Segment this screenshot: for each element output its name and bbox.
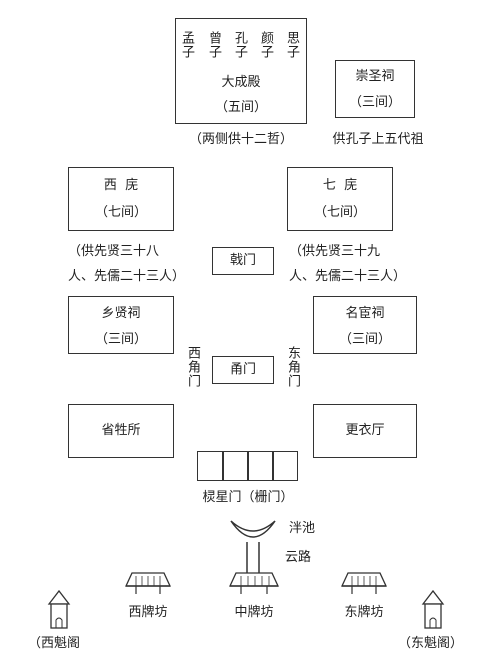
jimen-gate — [212, 247, 274, 275]
minghuan-rooms: （三间） — [338, 332, 391, 347]
east-wu-name: 七 庑 — [322, 178, 358, 193]
west-wu-note-1: （供先贤三十八 — [68, 244, 160, 259]
west-kuige-drawing — [47, 589, 71, 629]
west-wu-note-2: 人、先儒二十三人） — [68, 269, 186, 284]
yongmen-name: 甬门 — [229, 362, 256, 377]
east-kuige-drawing — [421, 589, 445, 629]
dacheng-rooms: （五间） — [214, 100, 267, 115]
dacheng-name: 大成殿 — [221, 75, 261, 90]
sage-zengzi: 曾子 — [206, 31, 221, 59]
dacheng-hall — [175, 18, 307, 124]
chongsheng-shrine — [335, 60, 415, 118]
yongmen-gate — [212, 356, 274, 384]
gengyi-hall — [313, 404, 417, 458]
west-wu-hall — [68, 167, 174, 231]
east-corner-gate: 东角门 — [285, 346, 300, 388]
shengsheng-name: 省牲所 — [101, 423, 141, 438]
shengsheng-house — [68, 404, 174, 458]
yunlu-label: 云路 — [285, 550, 312, 565]
east-wu-note-1: （供先贤三十九 — [289, 244, 381, 259]
east-paifang-label: 东牌坊 — [344, 605, 384, 620]
jimen-name: 戟门 — [229, 253, 256, 268]
middle-paifang-drawing — [228, 572, 280, 594]
lingxing-name: 棂星门（栅门） — [202, 490, 294, 505]
west-paifang-label: 西牌坊 — [128, 605, 168, 620]
lingxing-post-2 — [247, 451, 249, 481]
sage-sizi: 思子 — [284, 31, 299, 59]
west-wu-rooms: （七间） — [94, 205, 147, 220]
east-wu-note-2: 人、先儒二十三人） — [289, 269, 407, 284]
chongsheng-name: 崇圣祠 — [355, 69, 395, 84]
panchi-label: 泮池 — [289, 521, 316, 536]
panchi-pond — [230, 520, 276, 538]
minghuan-shrine — [313, 296, 417, 354]
west-paifang-drawing — [124, 572, 172, 594]
west-corner-gate: 西角门 — [185, 346, 200, 388]
middle-paifang-label: 中牌坊 — [234, 605, 274, 620]
xiangxian-rooms: （三间） — [94, 332, 147, 347]
east-wu-hall — [287, 167, 393, 231]
chongsheng-note: 供孔子上五代祖 — [332, 132, 424, 147]
lingxing-post-3 — [272, 451, 274, 481]
sage-mengzi: 孟子 — [179, 31, 194, 59]
west-kuige-label: （西魁阁 — [28, 636, 81, 651]
west-wu-name: 西 庑 — [103, 178, 139, 193]
dacheng-note: （两侧供十二哲） — [188, 132, 293, 147]
lingxing-post-1 — [222, 451, 224, 481]
east-kuige-label: （东魁阁） — [398, 636, 464, 651]
east-wu-rooms: （七间） — [313, 205, 366, 220]
chongsheng-rooms: （三间） — [348, 95, 401, 110]
minghuan-name: 名宦祠 — [345, 306, 385, 321]
xiangxian-name: 乡贤祠 — [101, 306, 141, 321]
xiangxian-shrine — [68, 296, 174, 354]
east-paifang-drawing — [340, 572, 388, 594]
sage-yanzi: 颜子 — [258, 31, 273, 59]
gengyi-name: 更衣厅 — [345, 423, 385, 438]
sage-kongzi: 孔子 — [232, 31, 247, 59]
